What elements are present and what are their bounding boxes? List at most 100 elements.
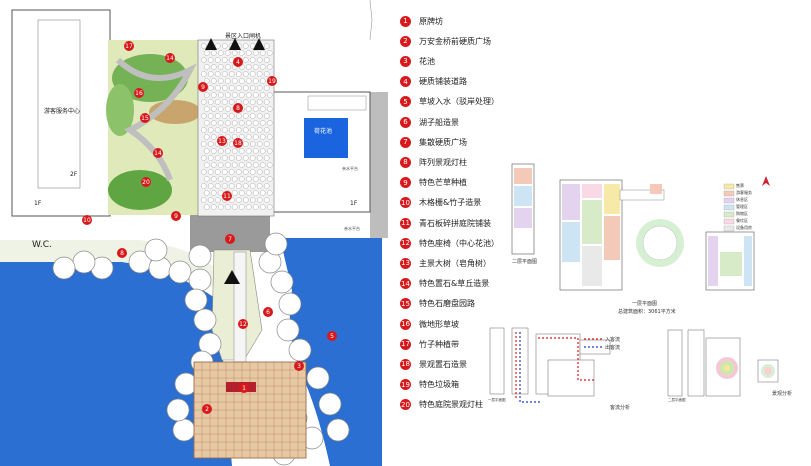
plan-marker: 7 xyxy=(225,234,235,244)
floor1-room xyxy=(582,184,602,198)
cobble-stone xyxy=(252,106,259,112)
cobble-stone xyxy=(249,113,256,119)
function-legend-label: 管理区 xyxy=(736,204,748,209)
lawn-mound xyxy=(106,84,134,136)
plan-marker: 2 xyxy=(202,404,212,414)
floor1-room xyxy=(562,222,580,262)
plan-marker: 6 xyxy=(263,307,273,317)
legend-text: 阵列景观灯柱 xyxy=(419,157,467,167)
tree-canopy xyxy=(144,238,168,262)
tree-canopy xyxy=(326,418,350,442)
cobble-stone xyxy=(200,197,207,203)
cobble-stone xyxy=(259,176,266,182)
cobble-stone xyxy=(214,183,221,189)
central-path xyxy=(233,251,247,363)
cobble-stone xyxy=(214,127,221,133)
legend-text: 原牌坊 xyxy=(419,16,443,26)
cobble-pattern xyxy=(200,43,273,210)
floor2-room xyxy=(514,208,532,228)
legend-number: 4 xyxy=(400,76,411,88)
cobble-stone xyxy=(263,85,270,91)
cobble-stone xyxy=(266,134,273,140)
plan-marker: 13 xyxy=(217,136,227,146)
cobble-stone xyxy=(252,50,259,56)
legend-number: 10 xyxy=(400,197,411,209)
east-room xyxy=(744,236,752,286)
platform-hatch xyxy=(370,92,388,238)
tree-canopy xyxy=(306,366,330,390)
legend-number: 9 xyxy=(400,177,411,189)
plan-marker: 1 xyxy=(239,383,249,393)
cobble-stone xyxy=(203,120,210,126)
cobble-stone xyxy=(231,176,238,182)
tree-canopy xyxy=(188,268,212,292)
plan-marker: 12 xyxy=(238,319,248,329)
cobble-stone xyxy=(200,155,207,161)
cobble-stone xyxy=(256,71,263,77)
cobble-stone xyxy=(221,71,228,77)
function-swatch xyxy=(723,225,735,232)
cobble-stone xyxy=(210,78,217,84)
cobble-stone xyxy=(214,197,221,203)
legend-number: 19 xyxy=(400,379,411,391)
outflow-path xyxy=(519,332,540,403)
cobble-stone xyxy=(252,120,259,126)
legend-text: 集散硬质广场 xyxy=(419,137,467,147)
cobble-stone xyxy=(263,183,270,189)
plan-marker: 15 xyxy=(140,113,150,123)
flow-building xyxy=(547,359,595,397)
cobble-stone xyxy=(266,50,273,56)
function-swatch xyxy=(723,183,735,190)
function-legend-label: 游客服务 xyxy=(736,190,752,195)
cobble-stone xyxy=(252,176,259,182)
view-strip xyxy=(667,329,683,397)
floor-note: 总建筑面积：3061平方米 xyxy=(618,309,676,315)
legend-number: 8 xyxy=(400,156,411,168)
legend-text: 特色石磨盘园路 xyxy=(419,299,475,309)
tree-canopy xyxy=(318,392,342,416)
plan-marker: 16 xyxy=(134,88,144,98)
cobble-stone xyxy=(245,50,252,56)
cobble-stone xyxy=(263,155,270,161)
cobble-stone xyxy=(266,92,273,98)
view-caption: 景观分析 xyxy=(772,391,793,397)
entrance-arrow xyxy=(205,38,217,50)
tree-canopy xyxy=(188,244,212,268)
cobble-stone xyxy=(263,57,270,63)
legend-text: 微地形草坡 xyxy=(419,319,459,329)
cobble-stone xyxy=(217,120,224,126)
cobble-stone xyxy=(249,71,256,77)
legend-text: 草坡入水（驳岸处理） xyxy=(419,97,499,107)
cobble-stone xyxy=(210,190,217,196)
entrance-arrow xyxy=(253,38,265,50)
cobble-stone xyxy=(263,99,270,105)
cobble-stone xyxy=(242,127,249,133)
cobble-stone xyxy=(217,92,224,98)
cobble-stone xyxy=(256,113,263,119)
cobble-stone xyxy=(221,183,228,189)
cobble-stone xyxy=(214,155,221,161)
cobble-stone xyxy=(249,99,256,105)
cobble-stone xyxy=(207,141,214,147)
legend-number: 18 xyxy=(400,358,411,370)
cobble-stone xyxy=(207,127,214,133)
legend-text: 万安金桥前硬质广场 xyxy=(419,36,491,46)
cobble-stone xyxy=(263,141,270,147)
cobble-stone xyxy=(231,92,238,98)
tree-canopy xyxy=(72,250,96,274)
cobble-stone xyxy=(235,183,242,189)
cobble-stone xyxy=(235,113,242,119)
entrance-label: 景区入口闸机 xyxy=(225,33,262,40)
cobble-stone xyxy=(221,43,228,49)
floor1-room xyxy=(582,200,602,244)
cobble-stone xyxy=(207,113,214,119)
cobble-stone xyxy=(203,106,210,112)
cobble-stone xyxy=(259,190,266,196)
flow-strip xyxy=(489,327,505,395)
